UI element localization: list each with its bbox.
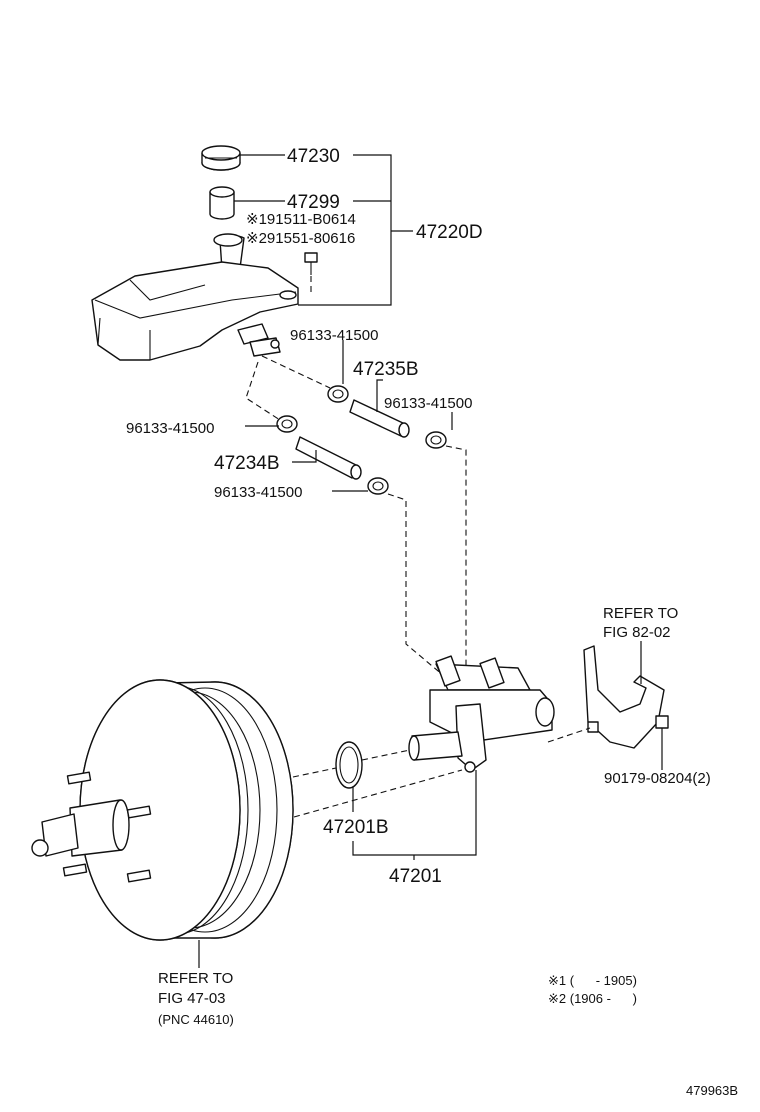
label-cap: 47230 xyxy=(287,146,340,167)
strainer-part xyxy=(209,186,235,220)
label-bracket-ref-2: FIG 82-02 xyxy=(603,624,671,641)
label-strainer: 47299 xyxy=(287,192,340,213)
label-nut: 90179-08204(2) xyxy=(604,770,711,787)
hose-b-part xyxy=(349,399,410,438)
label-master-cylinder: 47201 xyxy=(389,866,442,887)
label-screw-b: ※291551-80616 xyxy=(246,230,355,247)
note-2: ※2 (1906 - ) xyxy=(548,991,637,1006)
figure-id: 479963B xyxy=(686,1083,738,1098)
label-clip-right: 96133-41500 xyxy=(384,395,472,412)
hose-a-part xyxy=(295,436,362,480)
reservoir-tank xyxy=(91,233,299,361)
label-oring: 47201B xyxy=(323,817,389,838)
label-hose-b: 47235B xyxy=(353,359,419,380)
label-clip-top: 96133-41500 xyxy=(290,327,378,344)
bracket-part xyxy=(583,645,669,749)
screw-part xyxy=(304,252,318,296)
oring-part xyxy=(335,741,363,789)
cap-part xyxy=(201,145,241,171)
label-bracket-ref-1: REFER TO xyxy=(603,605,678,622)
label-booster-ref-3: (PNC 44610) xyxy=(158,1012,234,1027)
label-hose-a: 47234B xyxy=(214,453,280,474)
label-reservoir-set: 47220D xyxy=(416,222,483,243)
label-clip-bottom: 96133-41500 xyxy=(214,484,302,501)
clip-left-part xyxy=(276,415,298,433)
label-clip-left: 96133-41500 xyxy=(126,420,214,437)
clip-bottom-part xyxy=(367,477,389,495)
label-screw-a: ※191511-B0614 xyxy=(246,211,356,228)
clip-right-part xyxy=(425,431,447,449)
brake-booster-part xyxy=(31,679,294,941)
clip-top-part xyxy=(327,385,349,403)
label-booster-ref-1: REFER TO xyxy=(158,970,233,987)
master-cylinder-part xyxy=(408,655,555,773)
note-1: ※1 ( - 1905) xyxy=(548,973,637,988)
label-booster-ref-2: FIG 47-03 xyxy=(158,990,226,1007)
